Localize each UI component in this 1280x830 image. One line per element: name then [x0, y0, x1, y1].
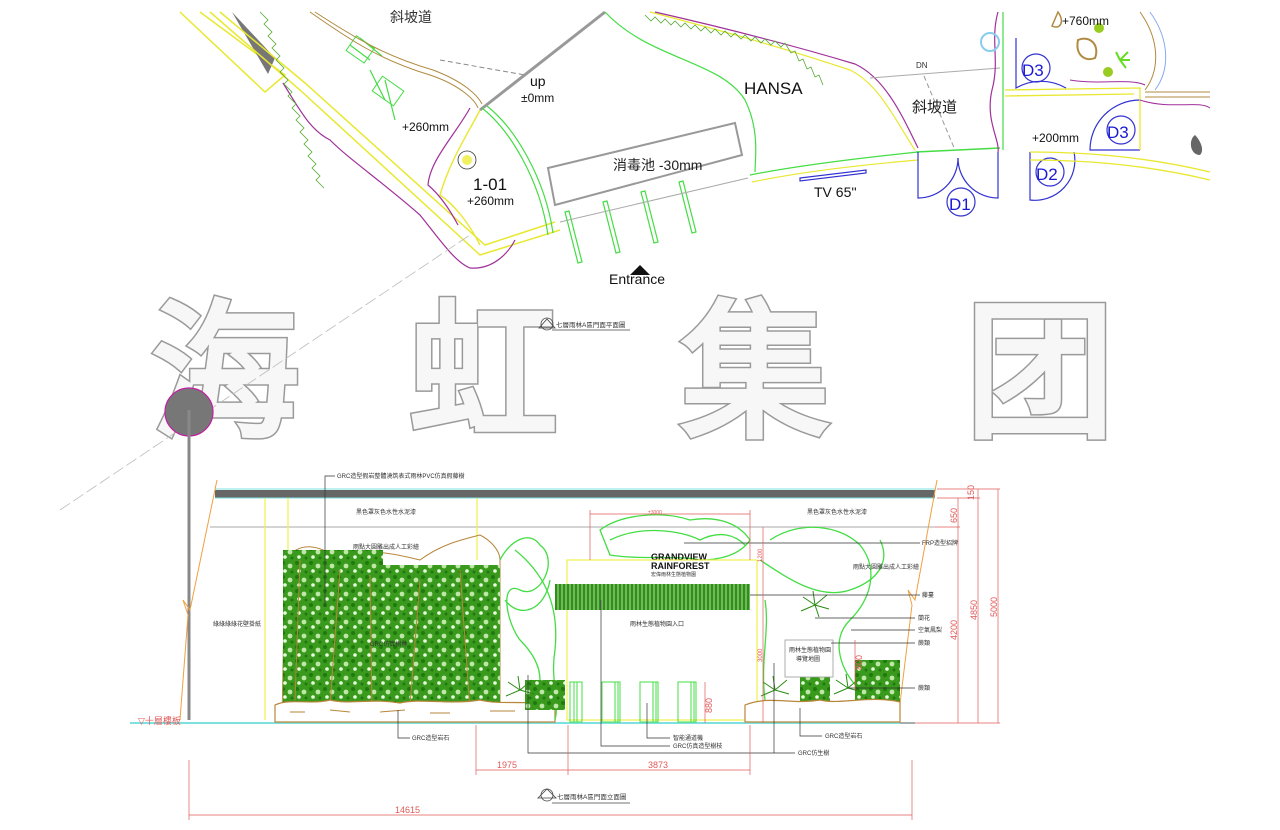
dimension-lines [188, 488, 1000, 820]
map-box-line-2: 導覽地圖 [796, 655, 820, 663]
dim-1975: 1975 [497, 760, 517, 770]
callout-grc-column: GRC仿真造型樹枝 [673, 742, 722, 750]
dim-3000: 3000 [758, 648, 764, 662]
entrance-label: Entrance [609, 271, 665, 287]
zone-level: +260mm [467, 194, 514, 208]
foliage-left-2 [380, 565, 500, 710]
fern-plants [505, 590, 863, 697]
dim-880: 880 [704, 698, 714, 713]
map-box-line-1: 雨林生態植物園 [789, 646, 831, 654]
left-wall [179, 11, 561, 269]
dim-4200: 4200 [949, 620, 959, 640]
right-room: +760mm +200mm [980, 10, 1211, 181]
callout-rock-bottom-left: GRC造型岩石 [412, 734, 449, 742]
zone-1-01: 1-01 +260mm [427, 105, 554, 246]
dim-150: 150 [966, 485, 976, 500]
entrance-posts [564, 180, 697, 264]
callout-grc-tree: GRC仿生樹 [798, 749, 829, 757]
up-label: up [530, 73, 546, 89]
zone-id: 1-01 [473, 175, 507, 194]
callout-orchid: 蘭花 [918, 614, 930, 622]
elevation: ▽十層樓板 GRANDVIEW RAINFOREST 宏偉雨林生態植物園 [130, 472, 1000, 820]
tv-label: TV 65'' [814, 184, 857, 200]
callout-rock-paint-right: 雨點大圓雕出成人工彩繪 [853, 563, 919, 571]
dim-14615: 14615 [395, 805, 420, 815]
callout-rock-bottom-right: GRC造型岩石 [825, 732, 862, 740]
door-d3-upper: D3 [1022, 61, 1044, 80]
ramp-label-top: 斜坡道 [390, 9, 432, 25]
dim-1200: 1200 [758, 548, 764, 562]
hansa-area: HANSA TV 65'' [604, 11, 919, 200]
callout-frp-sign: FRP造型招牌 [922, 539, 958, 547]
elevation-title-text: 七層雨林A區門面立面圖 [557, 792, 626, 801]
sign-line-1: GRANDVIEW [651, 552, 708, 562]
door-d2: D2 [1036, 165, 1058, 184]
door-d1: D1 [949, 195, 971, 214]
dn-label: DN [916, 61, 928, 70]
callout-ground-plant: 蕨類 [918, 684, 930, 692]
callout-ceiling-left: 黑色罩灰色水性水泥漆 [356, 508, 416, 516]
floor-level-label: ▽十層樓板 [138, 715, 181, 726]
left-level: +260mm [402, 120, 449, 134]
elevation-title: 七層雨林A區門面立面圖 [537, 788, 630, 804]
ramp-dash-line [439, 59, 526, 76]
guide-map-box [784, 639, 834, 678]
callout-gate: 智能通道機 [673, 734, 703, 742]
callout-top-beam: GRC造型假岩整體澆筑表式雨林PVC仿真假藤樹 [337, 472, 465, 480]
doors [917, 38, 1141, 217]
dim-4850: 4850 [969, 600, 979, 620]
sign-line-2: RAINFOREST [651, 561, 710, 571]
watermark-char-2: 虹 [408, 287, 558, 461]
watermark-char-4: 团 [965, 287, 1115, 461]
dim-3873: 3873 [648, 760, 668, 770]
fountain-icon [980, 32, 1000, 52]
ramp-edge [479, 10, 606, 112]
watermark: 海 虹 集 团 [149, 286, 1117, 463]
entrance-text: 雨林生態植物園入口 [630, 620, 684, 628]
callout-rock-paint-left: 雨點大圓雕出成人工彩繪 [353, 543, 419, 551]
right-level-mid: +200mm [1032, 131, 1079, 145]
dim-800: 800 [854, 655, 864, 670]
plan-title-text: 七層雨林A區門面平面圖 [556, 320, 625, 329]
dim-5000: 5000 [989, 597, 999, 617]
sign-line-3: 宏偉雨林生態植物園 [651, 571, 696, 578]
pool-label: 消毒池 -30mm [613, 157, 702, 173]
dim-650: 650 [949, 508, 959, 523]
right-level-top: +760mm [1062, 14, 1109, 28]
callout-fern: 蕨類 [918, 639, 930, 647]
turnstiles [569, 681, 697, 723]
callout-tree: GRC仿真樹林 [370, 640, 407, 648]
threshold-line [559, 177, 749, 223]
entrance-frame [566, 559, 758, 721]
floor-plan: 斜坡道 up ±0mm +260mm 1-01 +260mm 消毒池 -30mm [179, 9, 1211, 287]
ramp-label-right: 斜坡道 [912, 99, 957, 116]
callout-air-plant: 空氣鳳梨 [918, 626, 942, 634]
callout-side-wall: 綠綠綠綠花壁掛紙 [213, 620, 261, 628]
liana-structures [499, 514, 885, 721]
up-level: ±0mm [521, 91, 554, 105]
callout-vine: 藤蔓 [922, 591, 934, 599]
hansa-label: HANSA [744, 79, 803, 98]
entrance-arrow-icon [630, 265, 650, 275]
plan-title: 七層雨林A區門面平面圖 [538, 317, 630, 331]
dim-width-top: ±3000 [648, 510, 662, 516]
tv-outline [799, 169, 867, 182]
hanging-vines [555, 584, 750, 610]
top-beam [215, 490, 935, 498]
disinfection-pool: 消毒池 -30mm [546, 121, 744, 207]
callout-ceiling-right: 黑色罩灰色水性水泥漆 [807, 508, 867, 516]
watermark-char-3: 集 [679, 287, 830, 461]
door-d3-lower: D3 [1107, 123, 1129, 142]
